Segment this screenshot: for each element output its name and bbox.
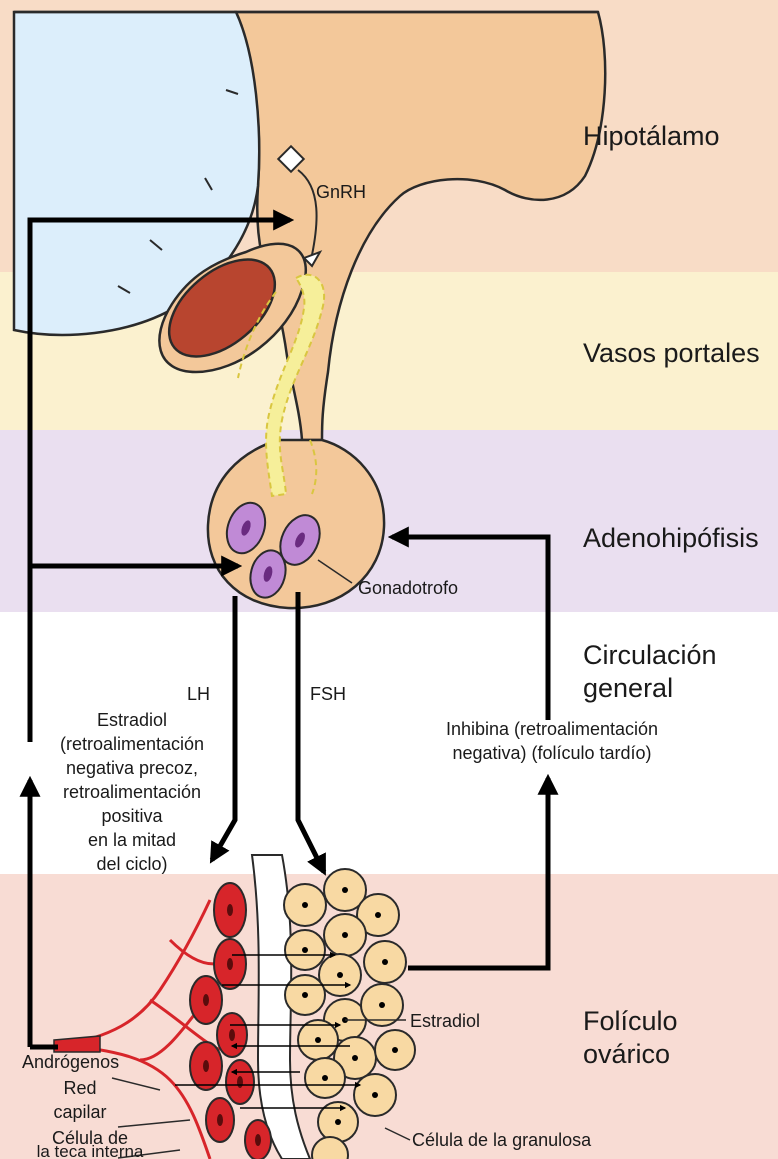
label-foliculo: Folículo bbox=[583, 1006, 678, 1036]
label-gonadotrofo: Gonadotrofo bbox=[358, 578, 458, 598]
label-ovarico: ovárico bbox=[583, 1039, 670, 1069]
estradiol-feedback-line: (retroalimentación bbox=[60, 734, 204, 754]
label-hipotalamo: Hipotálamo bbox=[583, 121, 720, 151]
estradiol-feedback-line: negativa precoz, bbox=[66, 758, 198, 778]
label-androgenos: Andrógenos bbox=[22, 1052, 119, 1072]
label-lh: LH bbox=[187, 684, 210, 704]
label-circulacion: Circulación bbox=[583, 640, 717, 670]
inhibina-line: negativa) (folículo tardío) bbox=[452, 743, 651, 763]
label-celula-granulosa: Célula de la granulosa bbox=[412, 1130, 592, 1150]
label-fsh: FSH bbox=[310, 684, 346, 704]
estradiol-feedback-line: Estradiol bbox=[97, 710, 167, 730]
label-estradiol: Estradiol bbox=[410, 1011, 480, 1031]
celula-teca-line-2: la teca interna bbox=[37, 1142, 144, 1159]
estradiol-feedback-line: positiva bbox=[101, 806, 163, 826]
estradiol-feedback-line: en la mitad bbox=[88, 830, 176, 850]
label-gnrh: GnRH bbox=[316, 182, 366, 202]
red-capilar-line: capilar bbox=[53, 1102, 106, 1122]
inhibina-line: Inhibina (retroalimentación bbox=[446, 719, 658, 739]
label-vasos-portales: Vasos portales bbox=[583, 338, 760, 368]
label-adenohipofisis: Adenohipófisis bbox=[583, 523, 759, 553]
label-general: general bbox=[583, 673, 673, 703]
red-capilar-line: Red bbox=[63, 1078, 96, 1098]
estradiol-feedback-line: del ciclo) bbox=[96, 854, 167, 874]
estradiol-feedback-line: retroalimentación bbox=[63, 782, 201, 802]
